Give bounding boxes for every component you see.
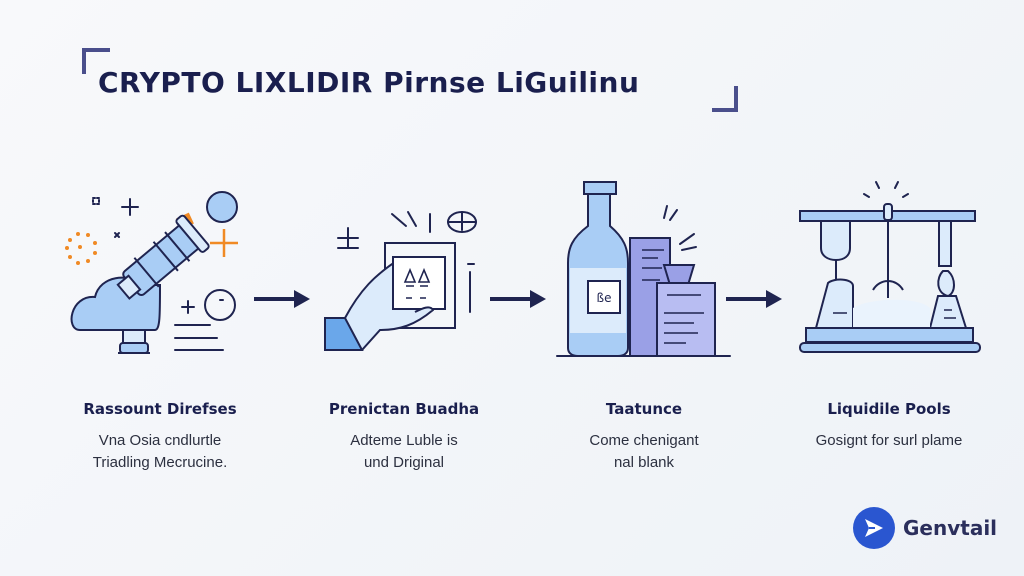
brand-logo-block: Genvtail (853, 507, 997, 549)
step-2-desc-line-2: und Driginal (363, 454, 445, 471)
spark-lines-icon (391, 211, 431, 233)
step-2-title: Prenictan Buadha (328, 400, 480, 418)
telescope-tube-icon (116, 214, 210, 300)
star-icon (114, 232, 120, 238)
title-block: CRYPTO LIXLIDIR Pirnse LiGuilinu (82, 48, 738, 112)
page-title: CRYPTO LIXLIDIR Pirnse LiGuilinu (98, 66, 640, 99)
dotted-square-icon (92, 197, 100, 205)
paper-plane-logo-icon (853, 507, 895, 549)
circle-icon (204, 289, 236, 321)
document-front-icon (656, 282, 716, 357)
step-4-desc-line-1: Gosignt for surl plame (815, 432, 963, 449)
orange-plus-icon (210, 229, 238, 257)
spark-lines-icon (863, 181, 909, 198)
step-3-desc-line-2: nal blank (613, 454, 675, 471)
step-3-description: Come chenigant nal blank (534, 430, 754, 474)
telescope-icon (65, 191, 238, 354)
bracket-bottom-right (712, 86, 738, 112)
step-2-desc-line-1: Adteme Luble is (350, 432, 458, 449)
step-1-title: Rassount Direfses (83, 400, 237, 418)
arrow-right-icon (254, 290, 310, 308)
step-4-title: Liquidile Pools (827, 400, 951, 418)
base-tray-icon (805, 327, 974, 343)
flask-left-icon (820, 220, 851, 262)
step-1-desc-line-1: Vna Osia cndlurtle (98, 432, 222, 449)
lab-apparatus-icon (799, 181, 981, 353)
step-2-description: Adteme Luble is und Driginal (294, 430, 514, 474)
bottle-label-icon (587, 280, 621, 314)
arrow-right-icon (490, 290, 546, 308)
dots-ring-icon (65, 232, 97, 265)
rocket-glyphs-icon (403, 267, 431, 299)
blue-orb-icon (206, 191, 238, 223)
step-1-desc-line-2: Triadling Mecrucine. (92, 454, 228, 471)
brand-name: Genvtail (903, 516, 998, 540)
bottle-documents-icon: ße (556, 181, 731, 357)
plus-small-icon (181, 300, 195, 314)
hand-tablet-icon (324, 211, 477, 351)
bracket-top-left (82, 48, 110, 74)
plus-icon (121, 198, 139, 216)
lines-icon (174, 324, 224, 351)
tablet-icon (392, 256, 446, 310)
step-1-description: Vna Osia cndlurtle Triadling Mecrucine. (50, 430, 270, 474)
step-4-description: Gosignt for surl plame (779, 430, 999, 452)
step-3-title: Taatunce (605, 400, 683, 418)
step-3-desc-line-1: Come chenigant (589, 432, 699, 449)
bottle-cap-icon (583, 181, 617, 195)
plus-minus-icon (337, 227, 359, 249)
arrow-right-icon (726, 290, 782, 308)
spark-lines-icon (663, 205, 678, 221)
svg-text:ße: ße (597, 291, 612, 305)
